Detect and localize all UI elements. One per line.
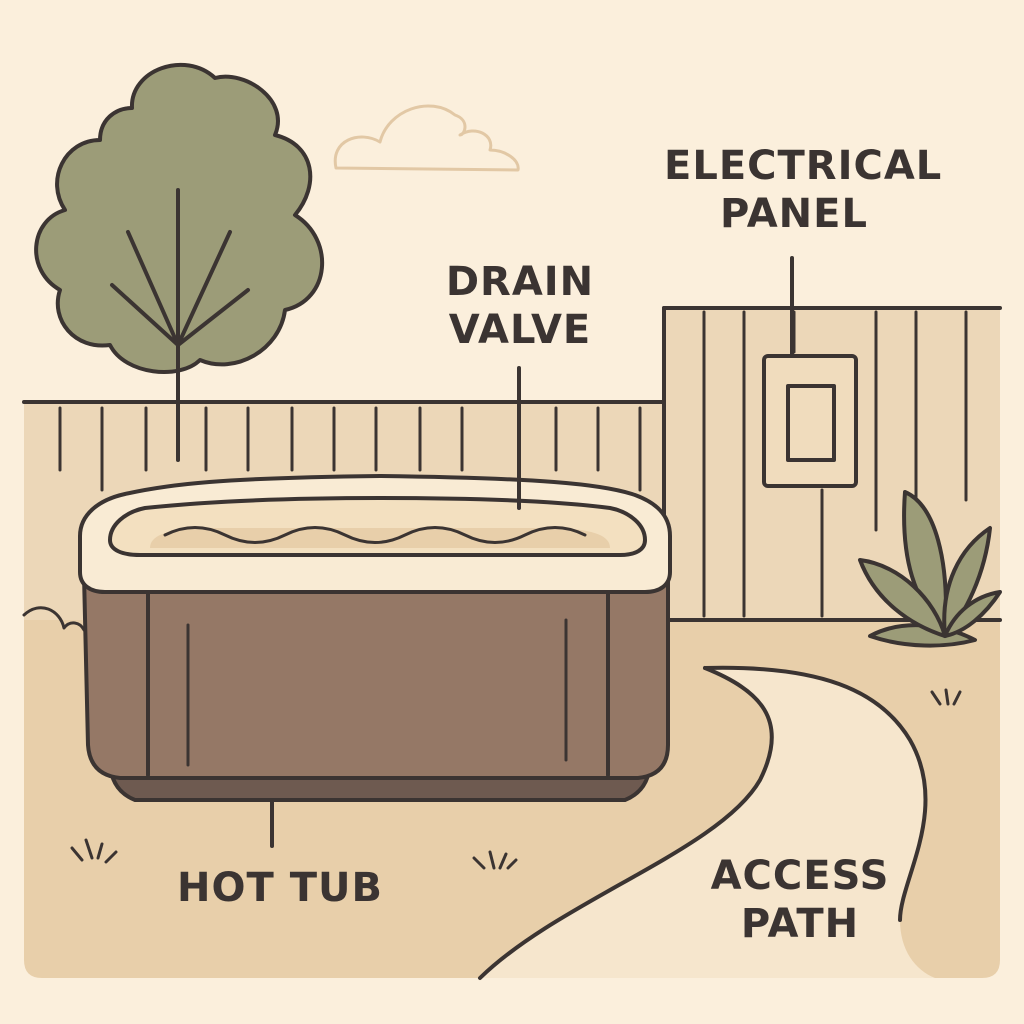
path-edge-left — [478, 666, 774, 980]
label-electrical-panel-line2: PANEL — [720, 191, 868, 237]
label-electrical-panel: ELECTRICAL PANEL — [664, 142, 943, 238]
grass-icon — [70, 688, 962, 870]
label-drain-valve: DRAIN VALVE — [430, 258, 610, 354]
tree-icon — [34, 62, 325, 462]
hot-tub — [78, 474, 672, 802]
label-electrical-panel-line1: ELECTRICAL — [664, 143, 943, 189]
electrical-panel-box — [762, 354, 858, 488]
label-drain-valve-line1: DRAIN — [445, 259, 595, 305]
path-edge-right — [703, 665, 928, 922]
bush-edge — [22, 606, 86, 632]
label-access-path-line1: ACCESS — [710, 853, 890, 899]
label-access-path: ACCESS PATH — [700, 852, 900, 948]
label-hot-tub: HOT TUB — [177, 865, 383, 911]
cloud-icon — [333, 104, 520, 172]
label-drain-valve-line2: VALVE — [448, 307, 592, 353]
plant-icon — [858, 490, 1002, 648]
label-access-path-line2: PATH — [740, 901, 860, 947]
